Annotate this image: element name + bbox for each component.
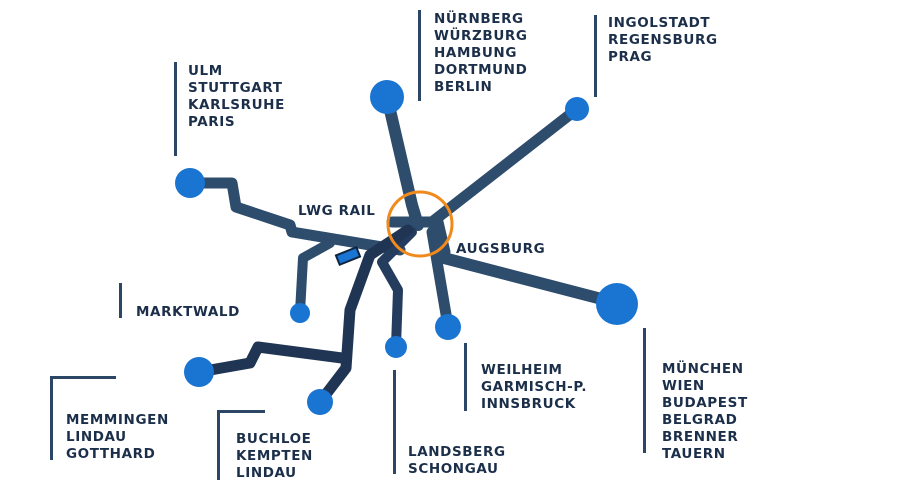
track-northwest	[184, 177, 406, 256]
track-southwest	[193, 341, 348, 378]
hub-name-label: LWG RAIL	[298, 203, 376, 219]
destinations-north: NÜRNBERG WÜRZBURG HAMBUNG DORTMUND BERLI…	[434, 11, 528, 96]
track-west	[295, 238, 335, 317]
station-south	[385, 336, 407, 358]
destination-name: MEMMINGEN	[66, 412, 169, 428]
destination-name: STUTTGART	[188, 80, 283, 96]
destination-name: BELGRAD	[662, 412, 738, 428]
destination-name: DORTMUND	[434, 62, 528, 78]
destination-name: LANDSBERG	[408, 444, 506, 460]
destination-name: PRAG	[608, 49, 653, 65]
station-south-west	[307, 389, 333, 415]
destination-name: BERLIN	[434, 79, 493, 95]
hub-city-label: AUGSBURG	[456, 241, 546, 257]
track-hub-link	[386, 216, 451, 258]
destination-name: SCHONGAU	[408, 461, 499, 477]
destination-name: ULM	[188, 63, 223, 79]
label-bar-west	[119, 283, 122, 318]
destination-name: BUCHLOE	[236, 431, 312, 447]
destination-name: HAMBUNG	[434, 45, 518, 61]
lwg-rail-depot-icon	[334, 245, 362, 267]
destination-name: BUDAPEST	[662, 395, 748, 411]
label-bar-northwest	[174, 62, 177, 156]
destinations-south: LANDSBERG SCHONGAU	[408, 444, 506, 478]
destination-name: INNSBRUCK	[481, 396, 576, 412]
station-west	[290, 303, 310, 323]
station-northwest	[175, 168, 205, 198]
destinations-west: MARKTWALD	[136, 304, 240, 321]
destination-name: MÜNCHEN	[662, 361, 744, 377]
destination-name: WEILHEIM	[481, 362, 563, 378]
station-north	[370, 80, 404, 114]
label-bar-south	[393, 370, 396, 474]
destinations-northwest: ULM STUTTGART KARLSRUHE PARIS	[188, 63, 285, 131]
destinations-northeast: INGOLSTADT REGENSBURG PRAG	[608, 15, 718, 66]
destination-name: KARLSRUHE	[188, 97, 285, 113]
destinations-south-west: BUCHLOE KEMPTEN LINDAU	[236, 431, 313, 482]
destination-name: LINDAU	[236, 465, 297, 481]
destination-name: MARKTWALD	[136, 304, 240, 320]
station-northeast	[565, 97, 589, 121]
destination-name: INGOLSTADT	[608, 15, 711, 31]
station-east	[596, 283, 638, 325]
destination-name: REGENSBURG	[608, 32, 718, 48]
destination-name: GOTTHARD	[66, 446, 156, 462]
label-bar-southwest	[50, 376, 53, 460]
destination-name: KEMPTEN	[236, 448, 313, 464]
track-north	[381, 91, 424, 231]
destination-name: WÜRZBURG	[434, 28, 528, 44]
augsburg-hub-ring	[386, 190, 454, 258]
destination-name: NÜRNBERG	[434, 11, 524, 27]
label-bar-northeast	[594, 15, 597, 97]
destination-name: WIEN	[662, 378, 705, 394]
destinations-east: MÜNCHEN WIEN BUDAPEST BELGRAD BRENNER TA…	[662, 361, 748, 463]
destination-name: TAUERN	[662, 446, 726, 462]
track-south-west	[314, 224, 414, 408]
destination-name: LINDAU	[66, 429, 127, 445]
destinations-south-east: WEILHEIM GARMISCH-P. INNSBRUCK	[481, 362, 587, 413]
label-bar-south-east	[464, 343, 467, 411]
label-hbar-southwest	[50, 376, 116, 379]
destinations-southwest: MEMMINGEN LINDAU GOTTHARD	[66, 412, 169, 463]
track-northeast	[426, 103, 583, 228]
track-south-east	[426, 226, 454, 332]
track-east	[434, 251, 623, 309]
destination-name: PARIS	[188, 114, 236, 130]
label-bar-east	[643, 328, 646, 453]
station-south-east	[435, 314, 461, 340]
destination-name: GARMISCH-P.	[481, 379, 588, 395]
label-hbar-south-west	[217, 410, 265, 413]
destination-name: BRENNER	[662, 429, 739, 445]
label-bar-north	[418, 10, 421, 101]
label-bar-south-west	[217, 410, 220, 480]
station-southwest	[184, 357, 214, 387]
